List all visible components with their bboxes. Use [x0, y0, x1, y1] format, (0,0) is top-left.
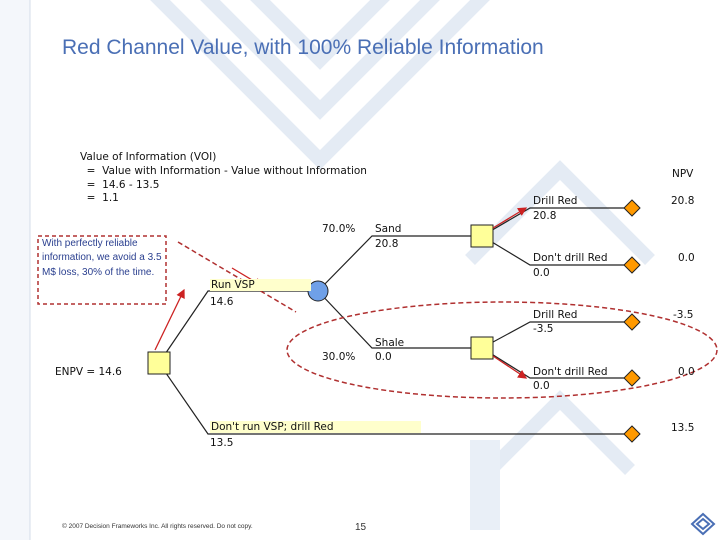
arrow-to-shale-nodrill: [492, 355, 528, 379]
run-vsp-label: Run VSP: [210, 279, 311, 291]
no-vsp-npv: 13.5: [671, 422, 695, 434]
npv-column-header: NPV: [672, 168, 694, 180]
terminal-node-shale-drill: [623, 313, 641, 331]
branch-shale: [317, 290, 482, 349]
sand-nodrill-label: Don't drill Red: [533, 252, 608, 264]
decision-node-root: [147, 351, 171, 375]
run-vsp-value: 14.6: [210, 296, 234, 308]
shale-drill-npv: -3.5: [673, 309, 694, 321]
shale-value: 0.0: [375, 351, 392, 363]
shale-drill-value: -3.5: [533, 323, 554, 335]
terminal-node-shale-nodrill: [623, 369, 641, 387]
sand-drill-value: 20.8: [533, 210, 557, 222]
slide-title: Red Channel Value, with 100% Reliable In…: [62, 36, 544, 59]
sand-drill-npv: 20.8: [671, 195, 695, 207]
arrow-to-root: [154, 288, 185, 351]
sand-drill-label: Drill Red: [533, 195, 578, 207]
no-vsp-label: Don't run VSP; drill Red: [210, 421, 421, 433]
branch-shale-drill: [481, 321, 632, 349]
terminal-node-sand-drill: [623, 199, 641, 217]
sand-nodrill-npv: 0.0: [678, 252, 695, 264]
branch-sand-nodrill: [481, 235, 632, 266]
callout-connector: [177, 241, 297, 313]
shale-nodrill-value: 0.0: [533, 380, 550, 392]
voi-line-result: = 1.1: [80, 192, 119, 205]
branch-sand-drill: [481, 207, 632, 237]
copyright-footer: © 2007 Decision Frameworks Inc. All righ…: [62, 523, 253, 530]
sand-nodrill-value: 0.0: [533, 267, 550, 279]
branch-sand: [317, 235, 482, 292]
voi-line-substitution: = 14.6 - 13.5: [80, 178, 160, 191]
decision-frameworks-logo-icon: [690, 512, 716, 536]
sand-value: 20.8: [375, 238, 399, 250]
shale-probability: 30.0%: [322, 351, 356, 363]
terminal-node-sand-nodrill: [623, 256, 641, 274]
terminal-node-no-vsp: [623, 425, 641, 443]
voi-line-definition: = Value with Information - Value without…: [80, 164, 367, 177]
sand-label: Sand: [375, 223, 402, 235]
decision-node-sand: [470, 224, 494, 248]
branch-run-vsp: [158, 290, 318, 364]
decision-node-shale: [470, 336, 494, 360]
shale-nodrill-npv: 0.0: [678, 366, 695, 378]
branch-no-vsp: [158, 362, 632, 435]
voi-formula: Value of Information (VOI) = Value with …: [80, 151, 367, 206]
no-vsp-value: 13.5: [210, 437, 234, 449]
voi-line-heading: Value of Information (VOI): [80, 151, 217, 163]
shale-label: Shale: [375, 337, 405, 349]
callout-text: With perfectly reliable information, we …: [42, 238, 162, 278]
page-number: 15: [355, 522, 367, 533]
sand-probability: 70.0%: [322, 223, 356, 235]
callout-border: [37, 235, 167, 305]
root-enpv-label: ENPV = 14.6: [55, 366, 122, 378]
branch-shale-nodrill: [481, 347, 632, 379]
chance-node-vsp: [307, 280, 329, 302]
shale-highlight-ellipse: [286, 301, 718, 399]
arrow-to-sand-drill: [492, 207, 528, 229]
shale-nodrill-label: Don't drill Red: [533, 366, 608, 378]
shale-drill-label: Drill Red: [533, 309, 578, 321]
